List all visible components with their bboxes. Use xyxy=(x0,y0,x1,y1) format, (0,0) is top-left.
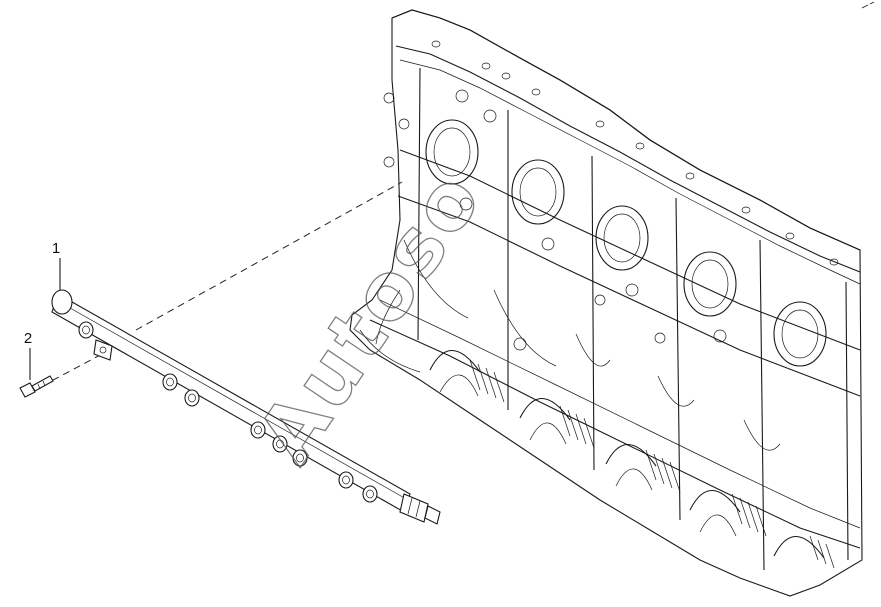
outlet-ports xyxy=(78,321,378,503)
bearing-arches xyxy=(429,350,825,559)
cylinder-bores xyxy=(425,119,827,367)
bolt xyxy=(19,375,54,398)
block-webs xyxy=(359,239,781,451)
rib-hatching xyxy=(469,359,835,569)
assembly-leader-lines xyxy=(41,181,403,387)
corner-mark xyxy=(861,1,875,9)
engine-block xyxy=(349,9,863,597)
callout-2: 2 xyxy=(24,330,32,380)
callout-2-label: 2 xyxy=(24,330,32,347)
callout-1-label: 1 xyxy=(52,240,60,257)
deck-holes xyxy=(431,40,839,266)
block-ribs xyxy=(417,67,849,571)
callout-1: 1 xyxy=(52,240,61,290)
pressure-sensor xyxy=(399,493,441,525)
fuel-rail xyxy=(51,289,441,525)
side-bosses xyxy=(383,89,727,351)
